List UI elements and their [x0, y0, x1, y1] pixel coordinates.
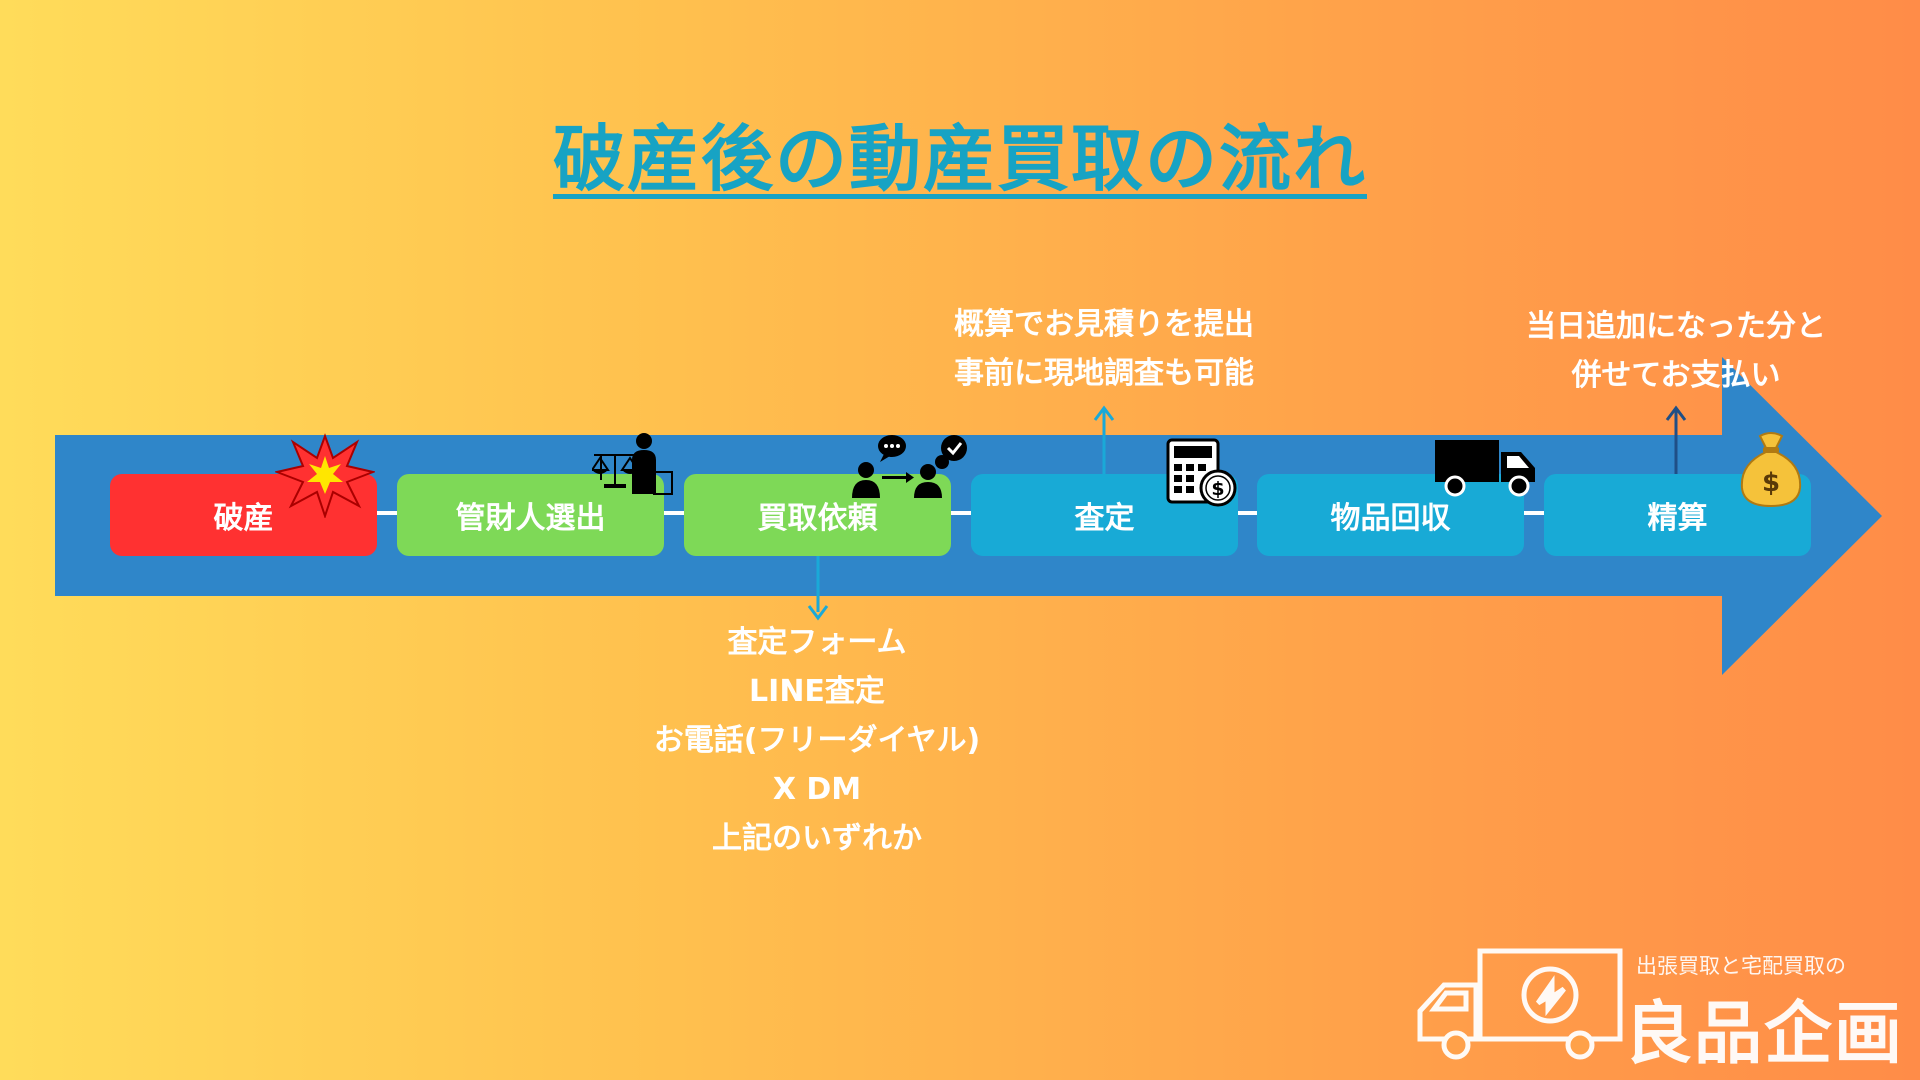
connector — [377, 511, 397, 515]
step-label: 物品回収 — [1330, 501, 1451, 536]
note-line: 当日追加になった分と — [1526, 309, 1826, 344]
note-line: お電話(フリーダイヤル) — [653, 723, 981, 758]
request-methods-note: 査定フォーム LINE査定 お電話(フリーダイヤル) X DM 上記のいずれか — [617, 618, 1017, 863]
step-label: 買取依頼 — [757, 501, 878, 536]
connector — [951, 511, 971, 515]
connector — [1524, 511, 1544, 515]
note-line: 査定フォーム — [727, 625, 907, 660]
connector — [664, 511, 684, 515]
truck-icon — [1435, 440, 1535, 497]
step-purchase-request: 買取依頼 — [684, 474, 951, 556]
note-line: 概算でお見積りを提出 — [954, 307, 1254, 342]
settlement-up-pointer — [1665, 405, 1687, 474]
connector — [1238, 511, 1258, 515]
appraisal-note: 概算でお見積りを提出 事前に現地調査も可能 — [904, 300, 1304, 398]
chat-request-icon — [852, 435, 967, 498]
logo-tagline: 出張買取と宅配買取の — [1636, 954, 1846, 978]
settlement-note: 当日追加になった分と 併せてお支払い — [1476, 302, 1876, 400]
step-collection: 物品回収 — [1257, 474, 1524, 556]
svg-text:$: $ — [1762, 468, 1780, 498]
note-line: X DM — [772, 772, 862, 807]
trustee-scales-icon — [592, 433, 673, 495]
svg-text:$: $ — [1211, 478, 1224, 500]
money-bag-icon: $ — [1740, 432, 1802, 508]
step-label: 破産 — [213, 501, 274, 536]
explosion-icon — [275, 433, 375, 518]
calculator-icon: $ — [1166, 438, 1237, 507]
note-line: 上記のいずれか — [712, 821, 922, 856]
logo-name: 良品企画 — [1624, 995, 1905, 1074]
step-label: 精算 — [1647, 501, 1708, 536]
note-line: LINE査定 — [749, 674, 885, 709]
page-title: 破産後の動産買取の流れ — [552, 117, 1367, 201]
step-label: 査定 — [1074, 501, 1135, 536]
note-line: 併せてお支払い — [1571, 358, 1781, 393]
appraisal-up-pointer — [1093, 405, 1115, 474]
request-down-pointer — [807, 556, 829, 621]
company-truck-logo — [1417, 948, 1623, 1060]
note-line: 事前に現地調査も可能 — [954, 356, 1254, 391]
step-label: 管財人選出 — [455, 501, 606, 536]
